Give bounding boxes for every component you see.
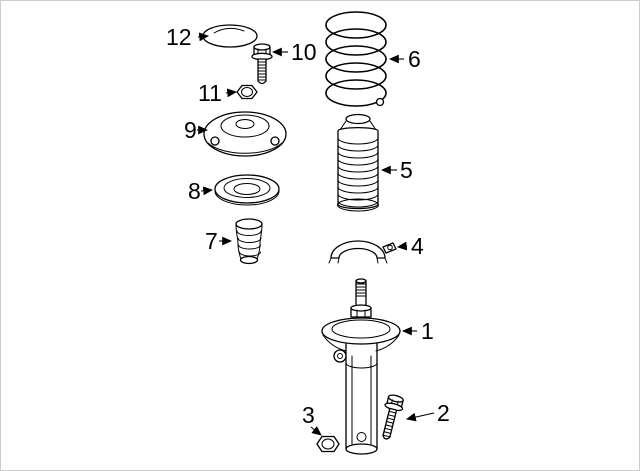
callout-7: 7 xyxy=(205,228,218,254)
callout-8: 8 xyxy=(188,178,201,204)
leader-line-3 xyxy=(310,426,322,436)
bolt-part-2 xyxy=(382,394,404,440)
callout-11: 11 xyxy=(198,80,222,106)
callout-9: 9 xyxy=(184,117,197,143)
leader-line-8 xyxy=(200,186,214,196)
dust-cap-part xyxy=(202,24,258,48)
callout-1: 1 xyxy=(421,318,434,344)
leader-line-2 xyxy=(405,412,435,422)
callout-5: 5 xyxy=(400,157,413,183)
leader-line-12 xyxy=(197,32,210,42)
callout-10: 10 xyxy=(291,39,317,65)
dust-boot-part xyxy=(337,113,379,212)
spring-seat-clamp-part xyxy=(328,240,397,264)
nut-part-11 xyxy=(236,84,258,100)
strut-mount-part xyxy=(203,111,287,157)
callout-2: 2 xyxy=(437,400,450,426)
strut-part xyxy=(321,278,401,455)
callout-4: 4 xyxy=(411,233,424,259)
coil-spring-part xyxy=(325,11,387,107)
callout-3: 3 xyxy=(302,402,315,428)
leader-line-11 xyxy=(225,88,238,98)
bolt-part-10 xyxy=(251,43,273,85)
callout-6: 6 xyxy=(408,46,421,72)
bump-stop-part xyxy=(235,218,263,265)
nut-part-3 xyxy=(316,435,340,453)
bearing-part xyxy=(214,174,280,206)
leader-line-4 xyxy=(396,241,408,251)
callout-12: 12 xyxy=(166,24,192,50)
